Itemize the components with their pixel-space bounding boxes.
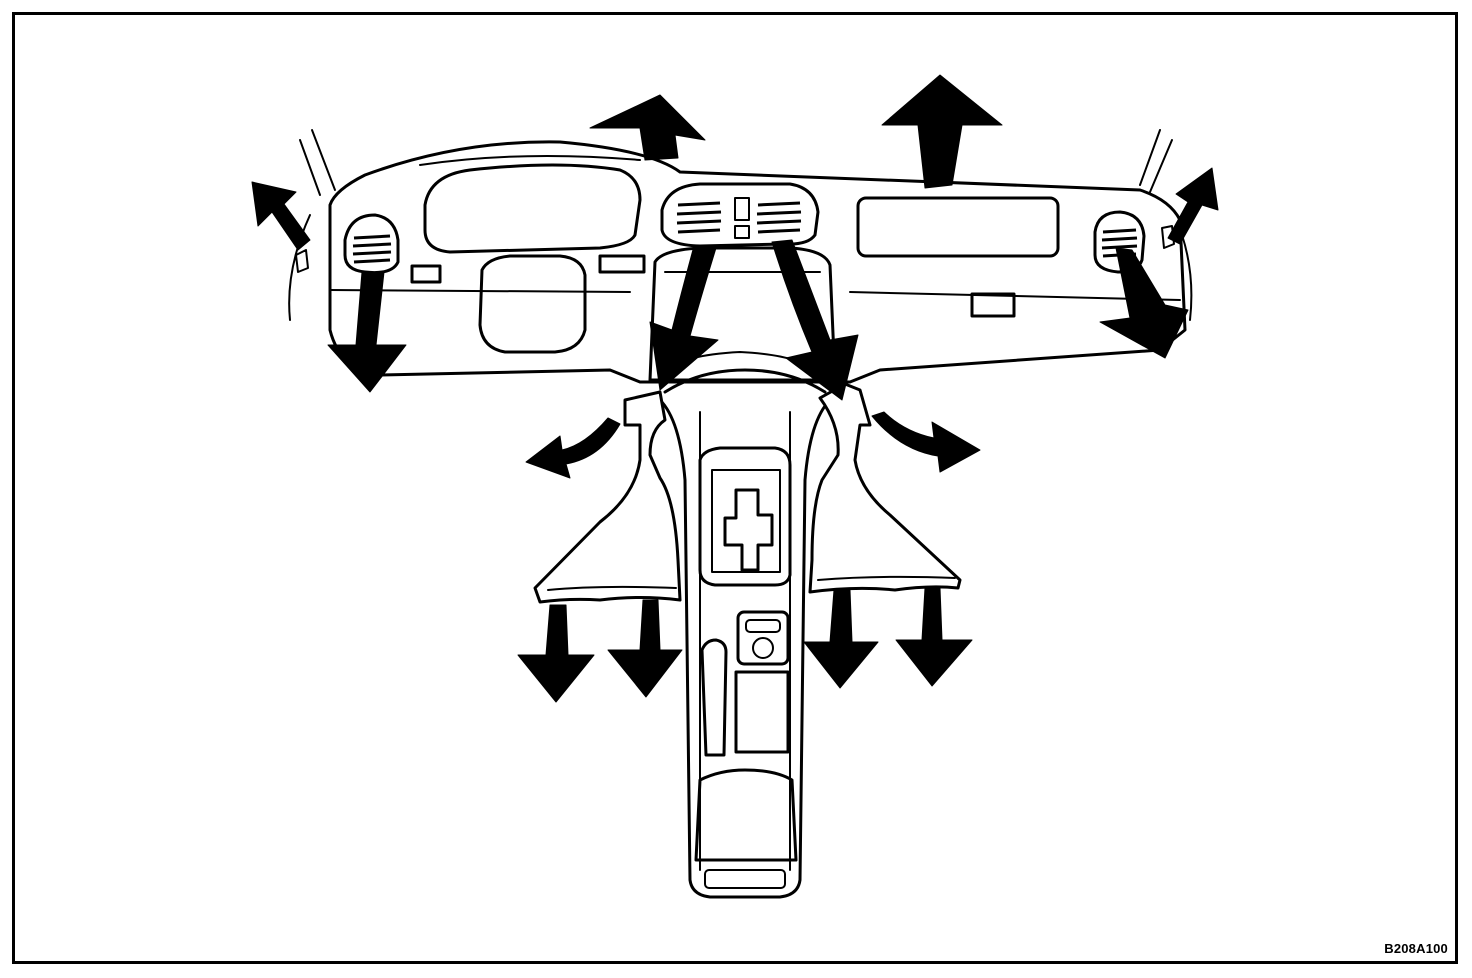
right-foot-duct [808,382,962,594]
left-side-vent [343,213,400,274]
glovebox-handle [970,292,1016,318]
center-vent-arrow-right [771,239,859,401]
right-side-defroster [1161,225,1175,249]
center-vent-arrow-left [649,245,719,391]
dashboard-outline [328,140,1187,384]
left-foot-duct [533,390,682,604]
passenger-panel [856,196,1060,258]
dashboard-top-crease [419,155,641,166]
left-a-pillar [299,129,336,196]
figure-code: B208A100 [1384,941,1448,956]
rear-right-inner-arrow [803,589,879,689]
steering-hub [478,254,587,354]
rear-left-outer-arrow [517,604,595,703]
console-ashtray [736,610,790,666]
right-vent-arrow [1099,247,1189,359]
diagram-frame [12,12,1458,964]
airflow-arrows [251,74,1219,703]
defroster-arrow-left [589,94,706,161]
center-switch [598,254,646,274]
right-foot-side-arrow [871,411,981,473]
instrument-cluster [423,163,642,254]
right-door-edge [1181,234,1193,321]
center-vents [660,182,820,248]
right-a-pillar [1139,129,1173,193]
side-window-arrow-right [1167,167,1219,245]
left-door-edge [288,214,311,321]
left-switch [410,264,442,284]
left-foot-side-arrow [525,417,621,479]
rear-left-inner-arrow [607,599,683,698]
parking-brake [700,638,728,757]
defroster-arrow-right [881,74,1003,189]
left-vent-arrow [327,271,407,393]
dashboard-lower-edge [329,289,1181,301]
left-side-defroster [295,249,309,273]
side-window-arrow-left [251,181,311,251]
right-side-vent [1093,210,1146,274]
rear-right-outer-arrow [895,587,973,687]
dashboard [288,129,1193,384]
